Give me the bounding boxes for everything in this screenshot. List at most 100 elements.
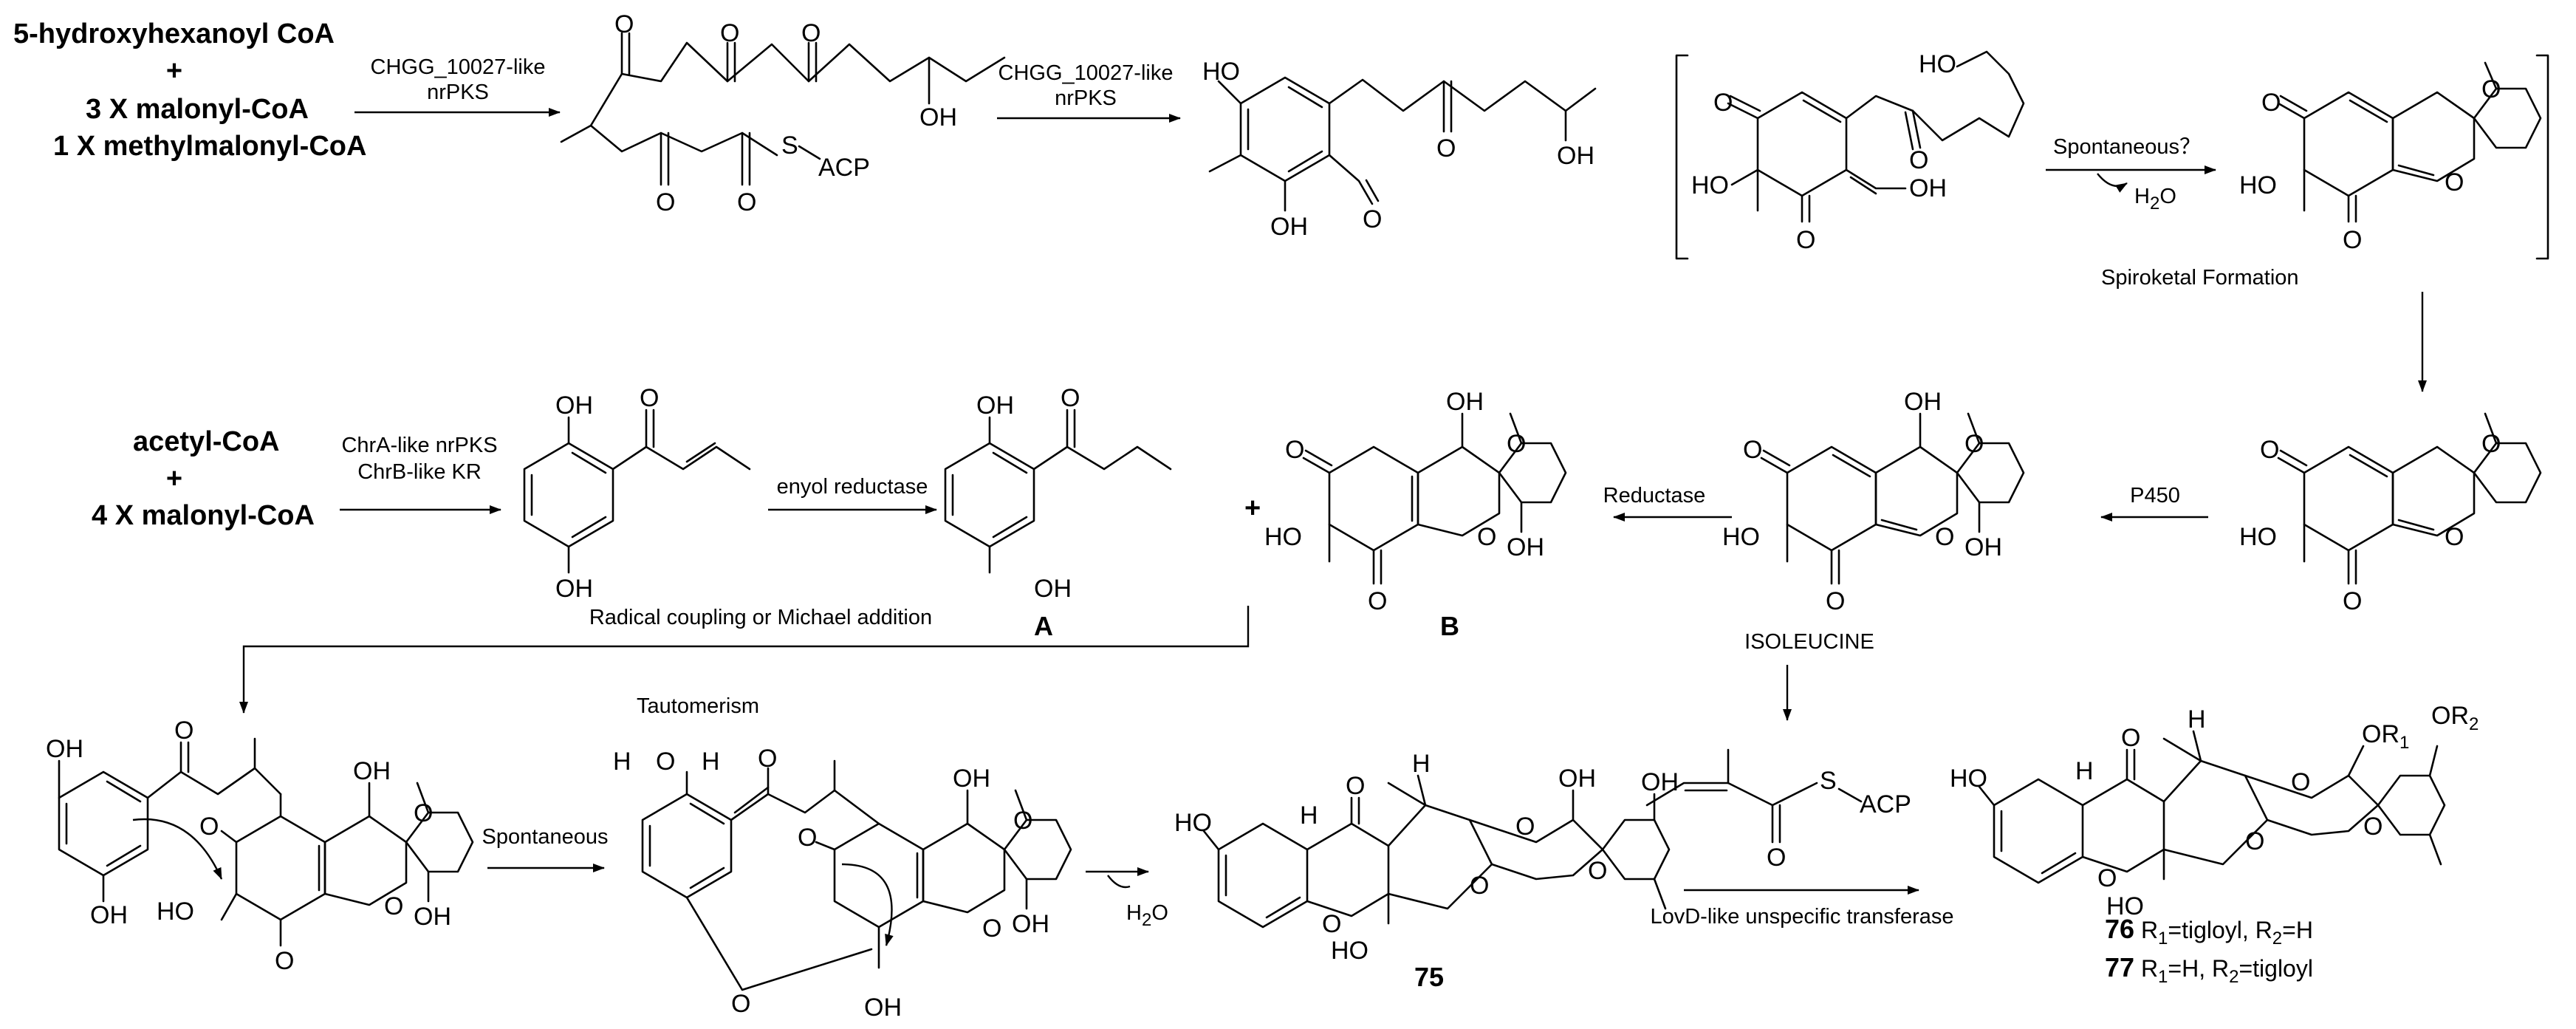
atom-or2: OR2 bbox=[2431, 702, 2479, 734]
atom-oh: OH bbox=[1558, 765, 1596, 793]
atom-oh: OH bbox=[1034, 575, 1072, 603]
atom-o: O bbox=[1346, 772, 1365, 800]
atom-o: O bbox=[1285, 436, 1304, 464]
compound-75-structure bbox=[1202, 774, 1671, 929]
atom-oh: OH bbox=[1557, 142, 1594, 170]
arrow-coupling bbox=[239, 606, 1250, 714]
atom-o: O bbox=[174, 717, 193, 745]
atom-oh: OH bbox=[1012, 910, 1049, 938]
label-water: H2O bbox=[2134, 185, 2176, 213]
bracket-left bbox=[1675, 54, 1689, 260]
label-isoleucine: ISOLEUCINE bbox=[1744, 630, 1874, 654]
reagent-malonyl-coa: 3 X malonyl-CoA bbox=[86, 94, 309, 125]
aromatic-aldehyde-intermediate bbox=[1208, 76, 1597, 212]
atom-ho: HO bbox=[2106, 892, 2144, 920]
compound-77-definition: 77 R1=H, R2=tigloyl bbox=[2105, 952, 2313, 987]
coupled-adduct bbox=[58, 737, 474, 947]
reagent-hydroxyhexanoyl-coa: 5-hydroxyhexanoyl CoA bbox=[13, 18, 335, 49]
atom-acp: ACP bbox=[1860, 790, 1911, 818]
compound-76-77-structure bbox=[1978, 730, 2446, 884]
atom-ho: HO bbox=[1919, 50, 1956, 78]
atom-o: O bbox=[737, 188, 756, 216]
atom-ho: HO bbox=[1174, 809, 1212, 837]
atom-o: O bbox=[720, 19, 739, 47]
enzyme-nrpks-2: nrPKS bbox=[1055, 86, 1117, 110]
atom-oh: OH bbox=[1270, 213, 1308, 241]
atom-o: O bbox=[1061, 384, 1080, 412]
atom-oh: OH bbox=[555, 575, 593, 603]
atom-oh: OH bbox=[1964, 533, 2002, 561]
atom-h: H bbox=[613, 748, 631, 776]
enzyme-reductase: Reductase bbox=[1603, 484, 1706, 507]
reagent-methylmalonyl-coa: 1 X methylmalonyl-CoA bbox=[53, 131, 366, 162]
atom-o: O bbox=[384, 892, 403, 920]
label-spiroketal-formation: Spiroketal Formation bbox=[2101, 266, 2299, 290]
atom-ho: HO bbox=[157, 898, 194, 926]
plus-sign: + bbox=[166, 55, 182, 86]
atom-h: H bbox=[2188, 705, 2206, 734]
enzyme-nrpks-1: nrPKS bbox=[427, 81, 489, 104]
atom-o: O bbox=[1322, 910, 1341, 938]
spiroketal-intermediate-2 bbox=[2277, 412, 2542, 585]
atom-o: O bbox=[731, 990, 750, 1018]
compound-b-label: B bbox=[1440, 611, 1459, 641]
atom-ho: HO bbox=[1691, 171, 1729, 199]
enzyme-enoyl-reductase: enyol reductase bbox=[777, 475, 928, 499]
enzyme-p450: P450 bbox=[2130, 484, 2180, 507]
atom-o: O bbox=[1964, 430, 1984, 458]
enzyme-chgg-2: CHGG_10027-like bbox=[998, 61, 1174, 85]
atom-o: O bbox=[2261, 89, 2281, 117]
atom-o: O bbox=[1515, 813, 1535, 841]
atom-o: O bbox=[2121, 724, 2140, 752]
tigloyl-acp bbox=[1645, 748, 1863, 844]
atom-o: O bbox=[2363, 813, 2383, 841]
atom-oh: OH bbox=[1446, 388, 1484, 416]
atom-o: O bbox=[2343, 587, 2362, 615]
atom-s: S bbox=[781, 131, 798, 160]
atom-oh: OH bbox=[864, 994, 902, 1022]
atom-h: H bbox=[2075, 757, 2094, 785]
atom-o: O bbox=[1909, 146, 1928, 174]
tautomer-intermediate bbox=[641, 759, 1072, 991]
atom-o: O bbox=[656, 188, 675, 216]
enone-intermediate bbox=[523, 408, 751, 574]
atom-o: O bbox=[1013, 807, 1032, 835]
atom-o: O bbox=[2097, 864, 2117, 892]
label-spontaneous: Spontaneous bbox=[482, 825, 609, 849]
atom-h: H bbox=[1300, 801, 1318, 830]
atom-oh: OH bbox=[1641, 768, 1679, 796]
enzyme-lovd: LovD-like unspecific transferase bbox=[1650, 905, 1953, 929]
atom-ho: HO bbox=[2239, 171, 2277, 199]
atom-or1: OR1 bbox=[2362, 720, 2409, 753]
atom-o: O bbox=[1436, 134, 1456, 163]
atom-o: O bbox=[2260, 436, 2279, 464]
enzyme-chrb: ChrB-like KR bbox=[357, 460, 482, 484]
atom-o: O bbox=[614, 10, 634, 38]
enzyme-chgg-1: CHGG_10027-like bbox=[371, 55, 546, 79]
atom-o: O bbox=[656, 748, 675, 776]
label-water-2: H2O bbox=[1126, 901, 1168, 930]
compound-75-label: 75 bbox=[1414, 962, 1444, 992]
atom-o: O bbox=[2291, 768, 2310, 796]
atom-ho: HO bbox=[1331, 937, 1368, 965]
atom-o: O bbox=[2481, 75, 2501, 103]
atom-o: O bbox=[1826, 587, 1845, 615]
atom-o: O bbox=[982, 915, 1001, 943]
atom-ho: HO bbox=[1202, 58, 1240, 86]
label-radical-coupling: Radical coupling or Michael addition bbox=[589, 606, 932, 629]
atom-oh: OH bbox=[90, 901, 128, 929]
compound-a-structure bbox=[944, 408, 1172, 574]
polyketide-intermediate bbox=[560, 32, 1006, 186]
atom-o: O bbox=[1743, 436, 1762, 464]
compound-b-structure bbox=[1302, 412, 1567, 585]
atom-o: O bbox=[1363, 205, 1382, 233]
atom-ho: HO bbox=[1722, 523, 1760, 551]
arrow-water-loss bbox=[2097, 173, 2128, 193]
atom-o: O bbox=[2245, 827, 2264, 855]
atom-o: O bbox=[1713, 89, 1733, 117]
enzyme-chra: ChrA-like nrPKS bbox=[341, 434, 497, 457]
atom-o: O bbox=[275, 947, 294, 975]
label-tautomerism: Tautomerism bbox=[637, 694, 759, 718]
atom-o: O bbox=[1796, 226, 1815, 254]
